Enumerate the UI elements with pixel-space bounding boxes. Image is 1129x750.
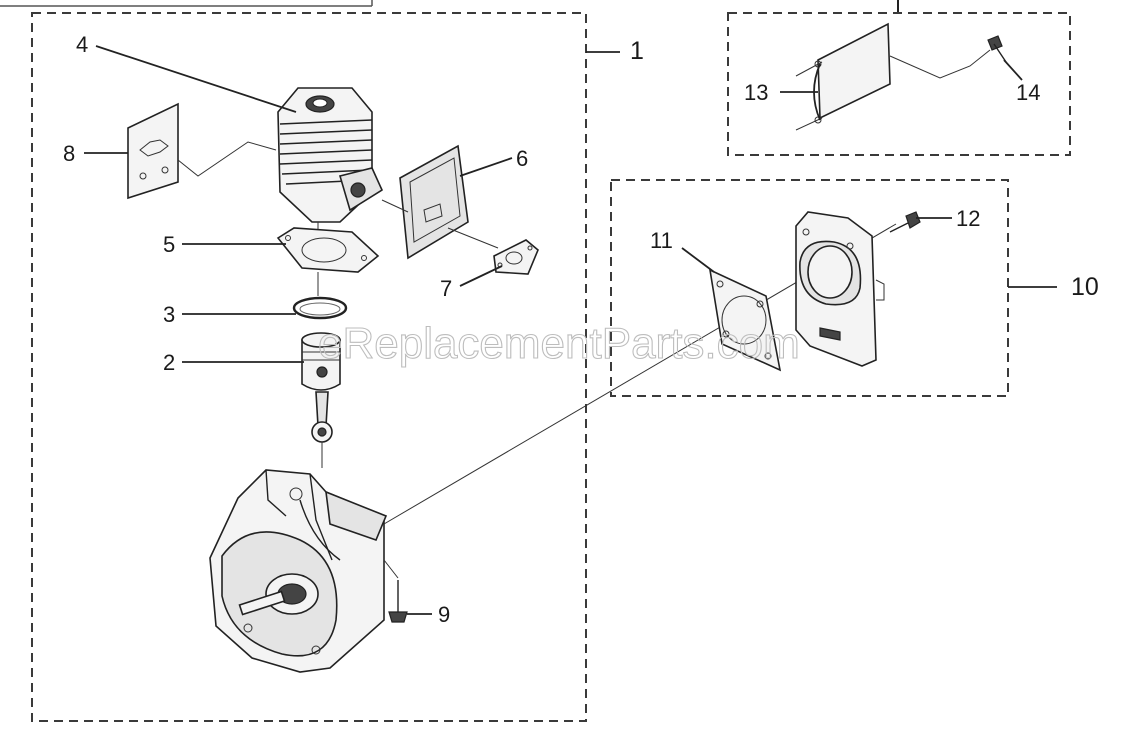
piston-part — [301, 332, 341, 468]
callout-4: 4 — [76, 32, 88, 57]
cylinder-gasket-part — [276, 227, 380, 296]
callout-14: 14 — [1016, 80, 1040, 105]
callout-10: 10 — [1071, 273, 1099, 301]
top-frame-edge — [0, 0, 899, 12]
callout-9: 9 — [438, 602, 450, 627]
callout-5: 5 — [163, 232, 175, 257]
muffler-group-box — [610, 179, 1009, 397]
engine-group-box — [31, 12, 587, 722]
callout-7: 7 — [440, 276, 452, 301]
muffler-gasket-part — [708, 268, 782, 372]
watermark: eReplacementParts.com — [318, 319, 800, 368]
muffler-part — [795, 211, 885, 367]
screw-part-9 — [383, 559, 408, 623]
piston-ring-part — [292, 296, 348, 320]
intake-insulator-part — [381, 144, 499, 260]
decal-group-box — [727, 12, 1071, 156]
callout-6: 6 — [516, 146, 528, 171]
callout-8: 8 — [63, 141, 75, 166]
callout-11: 11 — [650, 228, 673, 253]
bolt-part-12 — [889, 211, 921, 233]
callout-13: 13 — [744, 80, 768, 105]
callout-3: 3 — [163, 302, 175, 327]
heat-shield-part — [127, 102, 277, 200]
crankcase-part — [209, 469, 388, 673]
leader-lines — [84, 45, 1023, 615]
decal-part — [795, 22, 991, 131]
callout-2: 2 — [163, 350, 175, 375]
callout-1: 1 — [630, 37, 644, 65]
callout-12: 12 — [956, 206, 980, 231]
small-gasket-part — [493, 239, 539, 275]
screw-part-14 — [987, 35, 1007, 63]
cylinder-part — [277, 87, 384, 240]
